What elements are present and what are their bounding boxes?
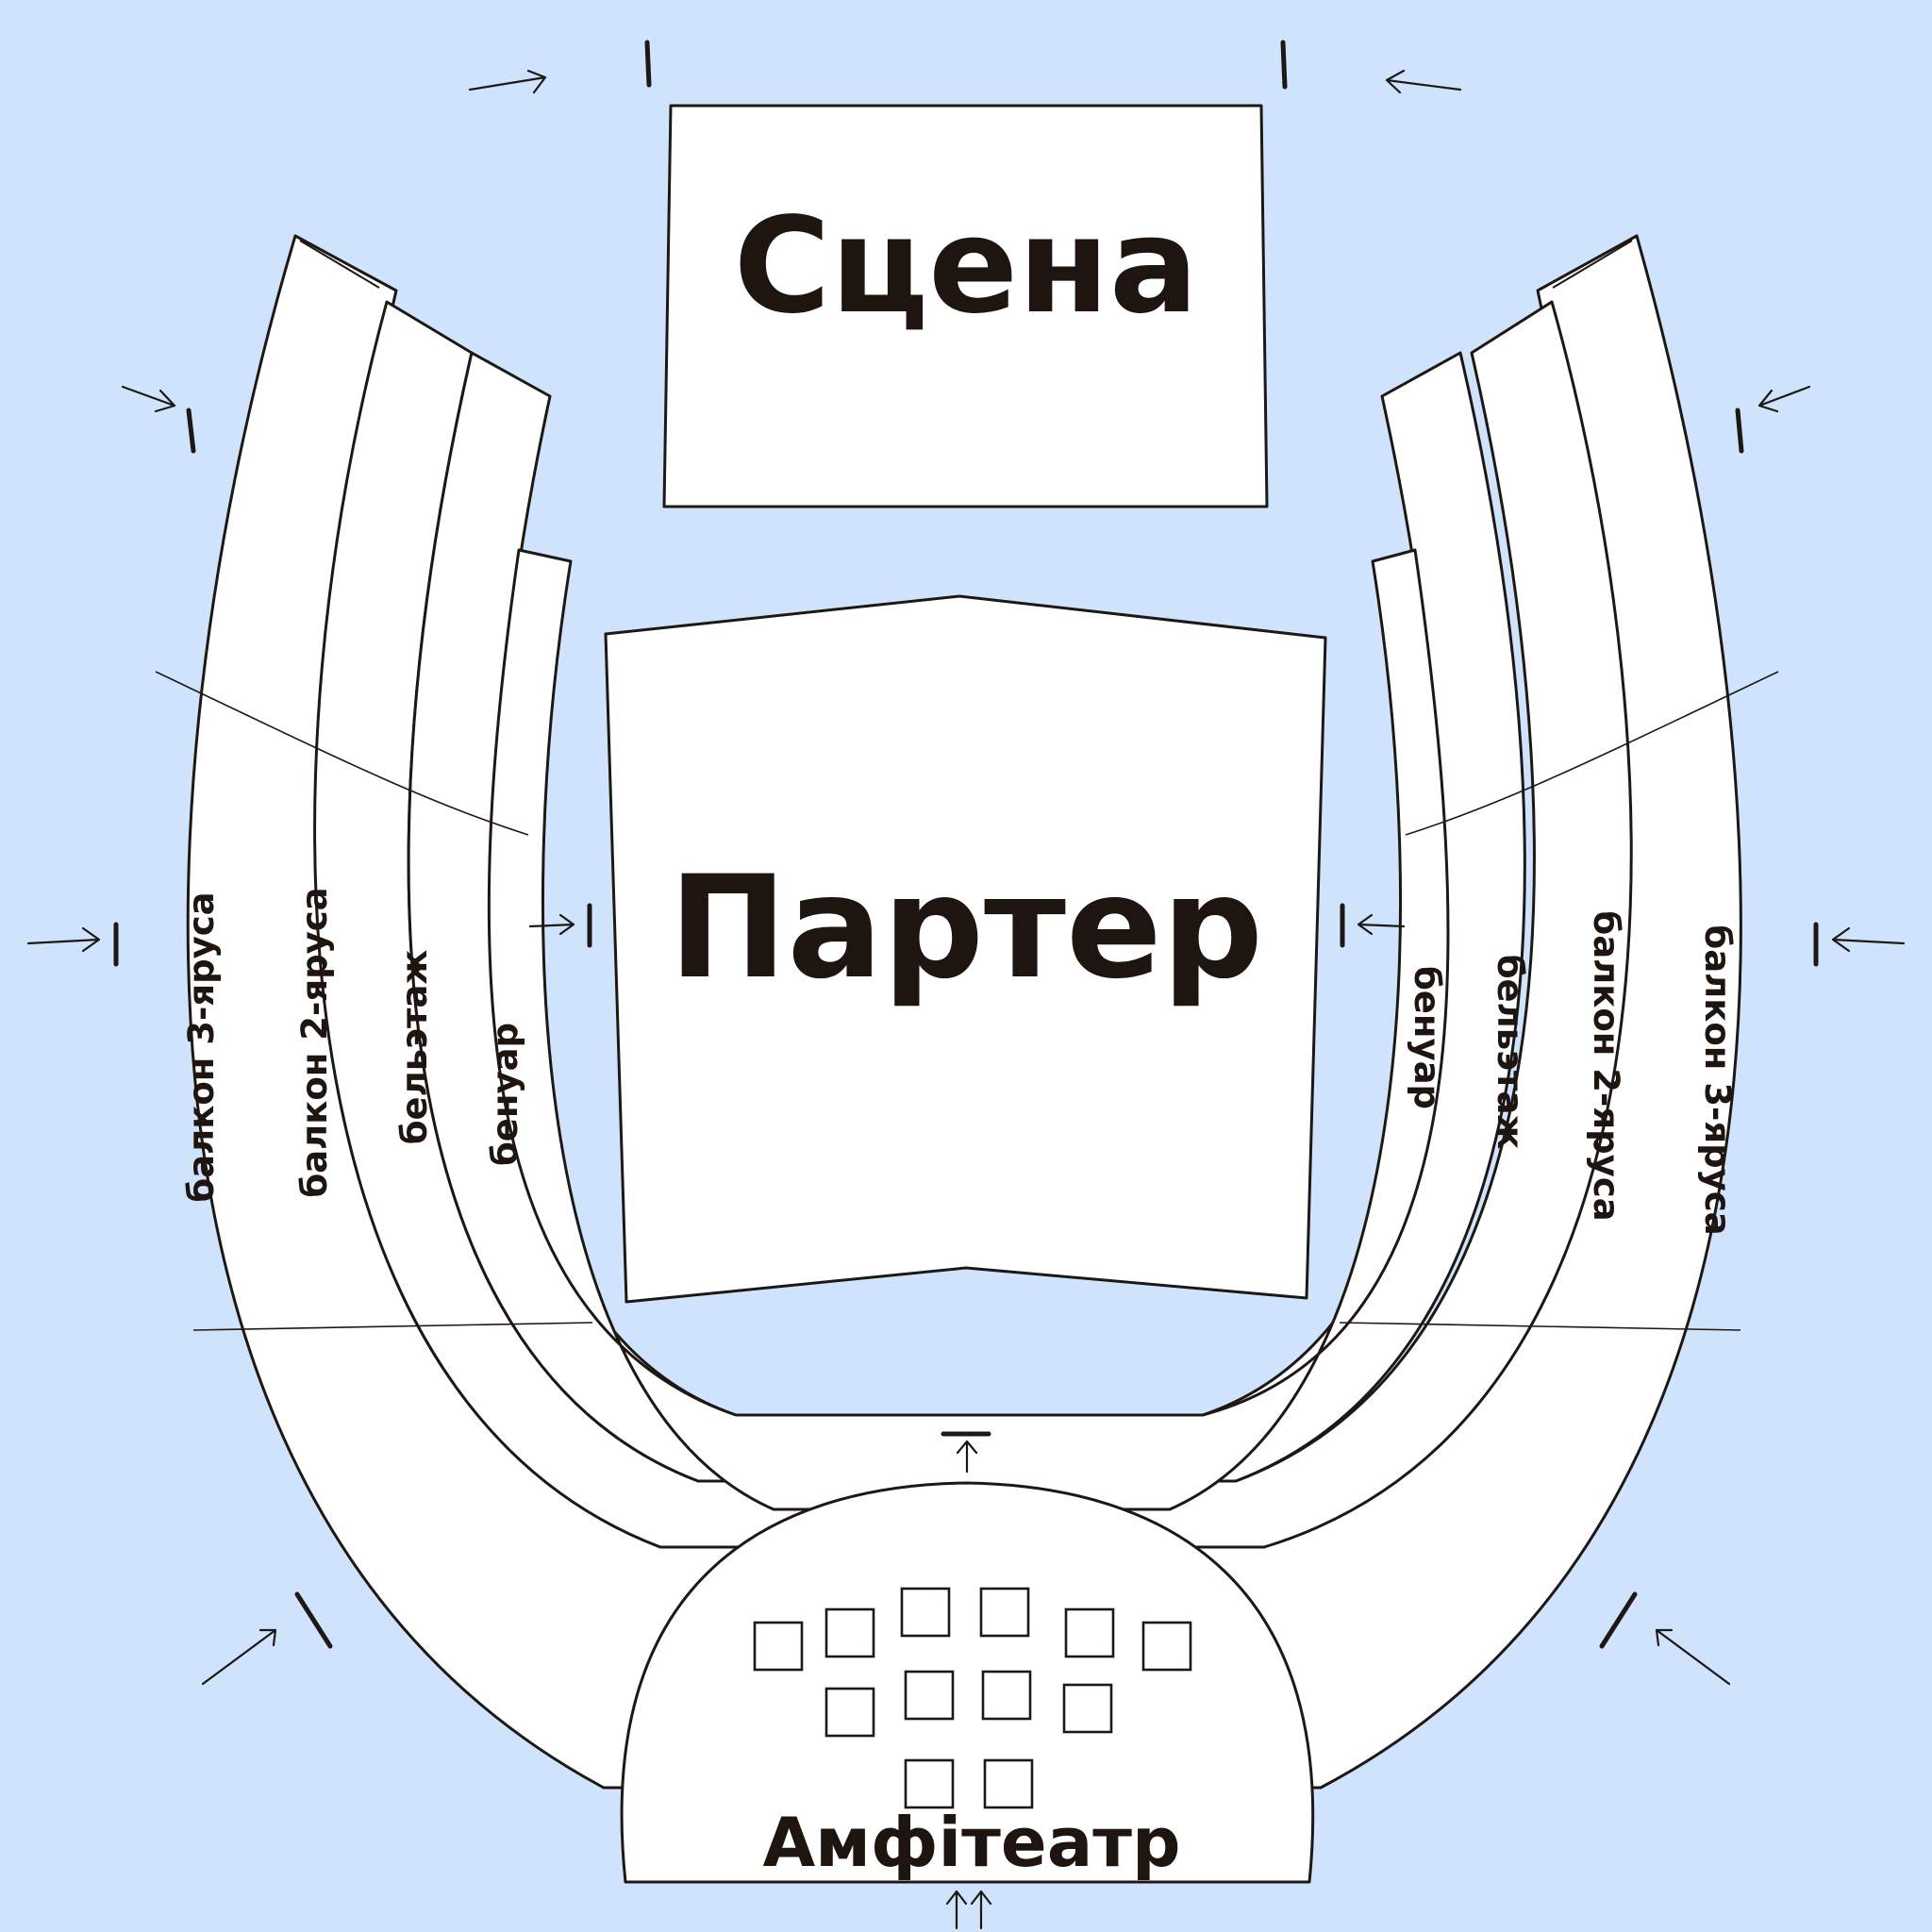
seat-block[interactable] [824,1687,875,1738]
tier-end-left-3 [299,240,380,289]
entrance-arrow-icon [26,926,101,953]
entrance-arrows [26,69,1906,1930]
entrance-arrow-icon [121,385,176,413]
seat-block[interactable] [979,1587,1030,1638]
stage-label: Сцена [734,190,1199,343]
seat-block[interactable] [983,1758,1034,1809]
tier-label-left-beletage: бельэтаж [394,950,435,1145]
amphitheatre[interactable] [620,1481,1315,1884]
door-mark-icon [294,1591,333,1649]
door-mark-icon [1599,1591,1638,1649]
entrance-arrow-icon [1757,385,1811,413]
seat-block[interactable] [824,1607,875,1658]
tier-label-right-benoir: бенуар [1407,966,1447,1109]
entrance-arrow-icon [201,1628,277,1686]
door-marks [113,40,1819,1649]
sector-divider-right-lower [1339,1322,1741,1331]
seat-block[interactable] [904,1758,955,1809]
entrance-arrow-icon [1357,913,1406,936]
sector-divider-left-upper [155,671,529,836]
amphitheatre-label: Амфітеатр [762,1803,1180,1882]
seat-block[interactable] [1064,1607,1115,1658]
sector-divider-right-upper [1405,671,1779,836]
seat-block[interactable] [753,1621,804,1672]
tier-label-right-balcony-2: балкон 2-яруса [1586,910,1626,1221]
door-mark-icon [644,40,652,88]
sector-divider-left-lower [192,1322,593,1331]
seat-block[interactable] [904,1670,955,1721]
seat-block[interactable] [900,1587,951,1638]
amphitheatre-seats [753,1587,1192,1809]
tier-benoir[interactable] [487,548,1450,1511]
entrance-arrow-icon [1655,1628,1731,1686]
tier-label-left-benoir: бенуар [485,1023,525,1166]
entrance-arrow-icon [956,1440,978,1474]
tier-label-left-balcony-2: балкон 2-яруса [294,887,335,1197]
tier-end-right-3 [1552,240,1633,289]
tier-label-right-beletage: бельэтаж [1490,955,1530,1150]
entrance-arrow-icon [970,1890,992,1930]
entrance-arrow-icon [468,69,547,94]
seat-block[interactable] [1141,1621,1192,1672]
parterre-label: Партер [669,846,1263,1010]
seat-block[interactable] [1062,1683,1113,1734]
door-mark-icon [186,408,196,454]
tier-label-left-balcony-3: балкон 3-яруса [181,891,222,1202]
door-mark-icon [1280,40,1288,90]
tier-label-right-balcony-3: балкон 3-яруса [1697,924,1738,1235]
entrance-arrow-icon [1385,69,1462,94]
entrance-arrow-icon [528,913,575,936]
parterre[interactable] [604,594,1327,1304]
door-mark-icon [1735,408,1744,454]
stage[interactable] [662,104,1269,508]
seat-block[interactable] [981,1670,1032,1721]
entrance-arrow-icon [945,1890,968,1930]
entrance-arrow-icon [1831,926,1906,953]
